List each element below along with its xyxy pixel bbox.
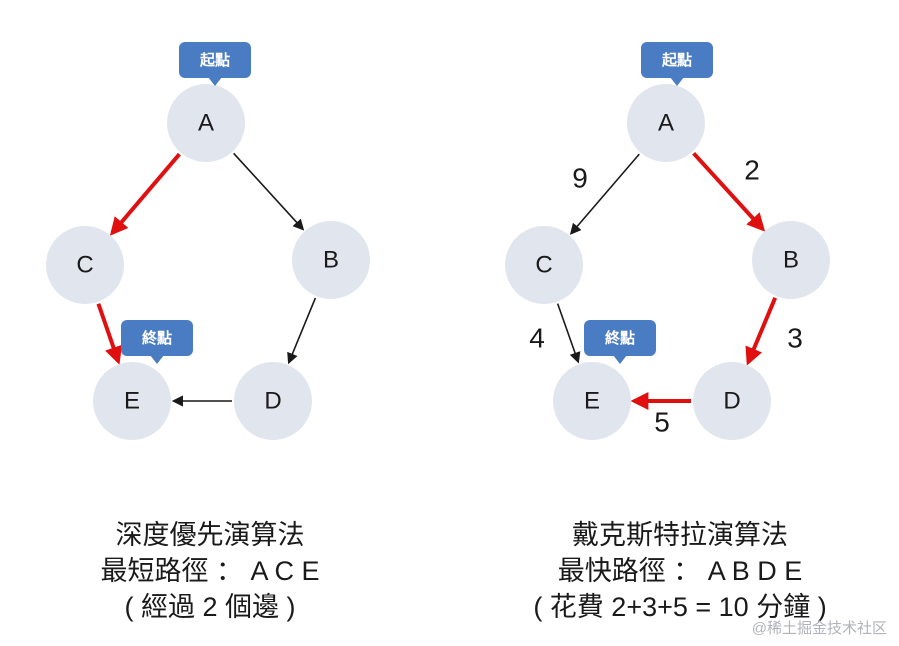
- left-edge-c-e: [96, 303, 123, 365]
- left-node-b-label: B: [323, 246, 339, 273]
- left-end-badge-pointer: [150, 355, 164, 364]
- left-end-badge: [121, 320, 193, 356]
- right-weight-c-e: 4: [529, 322, 545, 353]
- left-caption: 深度優先演算法 最短路徑 ： A C E ( 經過 2 個邊 ): [90, 517, 330, 625]
- left-edge-a-b: [233, 152, 305, 231]
- right-node-d: [693, 362, 771, 440]
- left-node-d-label: D: [264, 387, 281, 414]
- right-node-a: [627, 84, 705, 162]
- right-edge-a-c: [569, 153, 640, 235]
- right-caption: 戴克斯特拉演算法 最快路徑 ： A B D E ( 花費 2+3+5 = 10 …: [510, 517, 850, 625]
- left-caption-detail: ( 經過 2 個邊 ): [124, 592, 296, 622]
- right-weight-d-e: 5: [654, 406, 670, 437]
- right-node-c: [505, 226, 583, 304]
- right-weight-a-b: 2: [744, 154, 760, 185]
- watermark: @稀土掘金技术社区: [751, 620, 887, 637]
- right-node-e: [553, 362, 631, 440]
- right-edge-b-d: [745, 297, 778, 366]
- left-end-badge-label: 終點: [142, 329, 172, 347]
- left-edge-b-d: [287, 297, 317, 365]
- right-caption-path: 最快路徑 ： A B D E: [557, 556, 803, 586]
- left-caption-path: 最短路徑 ： A C E: [100, 556, 320, 586]
- left-node-b: [292, 221, 370, 299]
- right-edge-a-b: [692, 151, 766, 232]
- right-end-badge-label: 終點: [605, 329, 635, 347]
- left-edge-a-c: [109, 152, 181, 236]
- right-end-badge-pointer: [613, 355, 627, 364]
- right-start-badge: [641, 42, 713, 78]
- left-node-c: [46, 226, 124, 304]
- left-start-badge-pointer: [208, 77, 222, 86]
- left-start-badge: [179, 42, 251, 78]
- left-node-a: [167, 84, 245, 162]
- left-caption-title: 深度優先演算法: [115, 520, 305, 550]
- right-end-badge: [584, 320, 656, 356]
- left-node-e-label: E: [124, 387, 140, 414]
- right-start-badge-label: 起點: [661, 51, 692, 69]
- right-node-b-label: B: [783, 246, 799, 273]
- right-node-c-label: C: [535, 251, 552, 278]
- left-node-d: [234, 362, 312, 440]
- right-node-a-label: A: [658, 109, 674, 136]
- right-weight-b-d: 3: [787, 322, 803, 353]
- right-caption-title: 戴克斯特拉演算法: [572, 520, 788, 550]
- left-node-e: [93, 362, 171, 440]
- right-node-d-label: D: [723, 387, 740, 414]
- right-node-b: [752, 221, 830, 299]
- left-node-a-label: A: [198, 109, 214, 136]
- right-node-e-label: E: [584, 387, 600, 414]
- left-node-c-label: C: [76, 251, 93, 278]
- right-start-badge-pointer: [670, 77, 684, 86]
- right-weight-a-c: 9: [572, 162, 588, 193]
- right-caption-detail: ( 花費 2+3+5 = 10 分鐘 ): [533, 592, 827, 622]
- right-edge-c-e: [556, 303, 581, 364]
- left-start-badge-label: 起點: [199, 51, 230, 69]
